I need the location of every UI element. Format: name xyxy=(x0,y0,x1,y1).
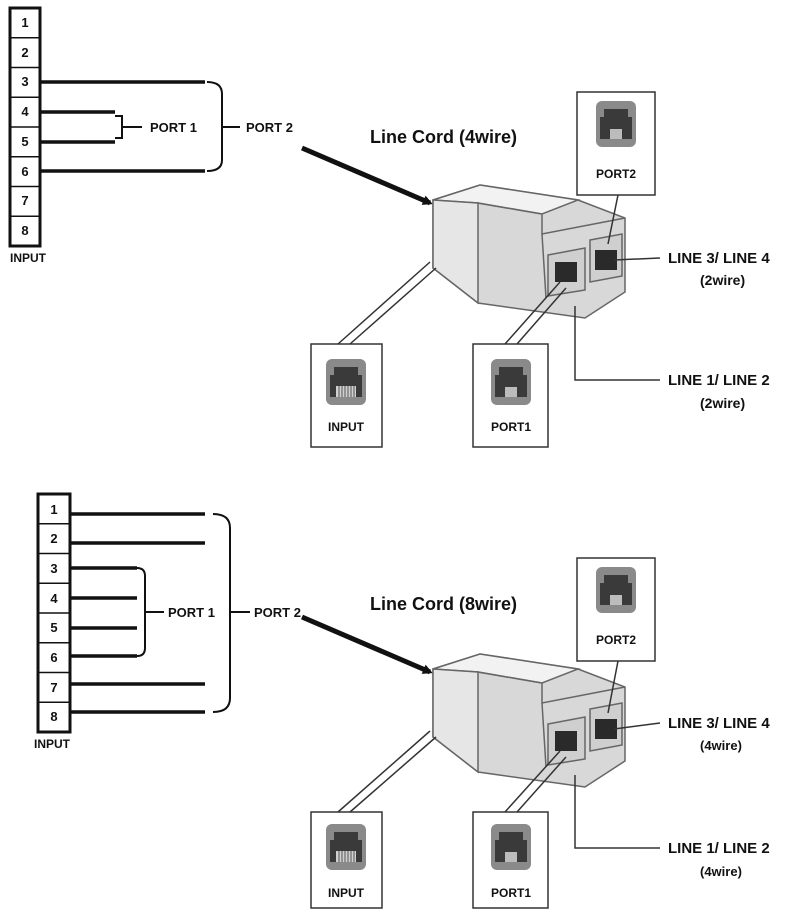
jack-label: PORT2 xyxy=(596,633,636,647)
rj-jack-icon xyxy=(491,359,531,405)
pin-number: 3 xyxy=(21,74,28,89)
port2-label: PORT 2 xyxy=(254,605,301,620)
rj-jack-icon xyxy=(325,823,367,871)
splitter-adapter xyxy=(432,653,626,788)
input-jack-callout: INPUT xyxy=(310,730,437,909)
port2-jack-callout: PORT2 xyxy=(576,91,656,245)
jack-label: INPUT xyxy=(328,886,365,900)
pin-number: 2 xyxy=(50,531,57,546)
line34-title: LINE 3/ LINE 4 xyxy=(668,715,770,732)
line12-callout: LINE 1/ LINE 2 (4wire) xyxy=(574,775,770,879)
pin-number: 7 xyxy=(21,193,28,208)
wires xyxy=(70,512,250,714)
jack-label: INPUT xyxy=(328,420,365,434)
line12-wire-count: (2wire) xyxy=(700,395,745,411)
wires xyxy=(40,80,240,173)
pin-block-label: INPUT xyxy=(34,737,71,751)
pin-number: 2 xyxy=(21,45,28,60)
pin-number: 3 xyxy=(50,561,57,576)
line34-wire-count: (4wire) xyxy=(700,738,742,753)
line12-title: LINE 1/ LINE 2 xyxy=(668,372,770,389)
pin-number: 5 xyxy=(50,620,57,635)
splitter-adapter xyxy=(432,184,626,319)
diagram-top: 1 2 3 4 5 6 7 8 INPUT PORT 1 PORT 2 Line… xyxy=(8,6,770,448)
pin-number: 6 xyxy=(50,650,57,665)
jack-label: PORT1 xyxy=(491,420,531,434)
pin-number: 4 xyxy=(50,591,58,606)
line-cord-label: Line Cord (8wire) xyxy=(370,594,517,614)
pin-number: 8 xyxy=(50,709,57,724)
pin-number: 4 xyxy=(21,104,29,119)
port1-label: PORT 1 xyxy=(150,120,197,135)
pin-block-label: INPUT xyxy=(10,251,47,265)
line12-wire-count: (4wire) xyxy=(700,864,742,879)
input-jack-callout: INPUT xyxy=(310,261,437,448)
pin-block: 1 2 3 4 5 6 7 8 INPUT xyxy=(34,492,72,751)
line-cord-arrow xyxy=(301,614,433,675)
line34-wire-count: (2wire) xyxy=(700,272,745,288)
jack-label: PORT2 xyxy=(596,167,636,181)
rj-jack-icon xyxy=(596,101,636,147)
port2-label: PORT 2 xyxy=(246,120,293,135)
pin-block: 1 2 3 4 5 6 7 8 INPUT xyxy=(8,6,47,265)
pin-number: 1 xyxy=(50,502,57,517)
diagram-bottom: 1 2 3 4 5 6 7 8 INPUT PORT 1 PORT 2 Lin xyxy=(34,492,770,909)
pin-number: 5 xyxy=(21,134,28,149)
line-cord-arrow xyxy=(301,145,433,206)
port1-jack-callout: PORT1 xyxy=(472,281,567,448)
port1-label: PORT 1 xyxy=(168,605,215,620)
port2-jack-callout: PORT2 xyxy=(576,557,656,714)
pin-number: 8 xyxy=(21,223,28,238)
line34-callout: LINE 3/ LINE 4 (4wire) xyxy=(613,715,770,753)
line-cord-label: Line Cord (4wire) xyxy=(370,127,517,147)
pin-number: 6 xyxy=(21,164,28,179)
pin-number: 1 xyxy=(21,15,28,30)
line12-callout: LINE 1/ LINE 2 (2wire) xyxy=(574,306,770,411)
line34-title: LINE 3/ LINE 4 xyxy=(668,250,770,267)
rj-jack-icon xyxy=(491,824,531,870)
line12-title: LINE 1/ LINE 2 xyxy=(668,840,770,857)
line34-callout: LINE 3/ LINE 4 (2wire) xyxy=(613,250,770,288)
rj-jack-icon xyxy=(596,567,636,613)
rj-jack-icon xyxy=(325,358,367,406)
port1-jack-callout: PORT1 xyxy=(472,750,567,909)
jack-label: PORT1 xyxy=(491,886,531,900)
pin-number: 7 xyxy=(50,680,57,695)
